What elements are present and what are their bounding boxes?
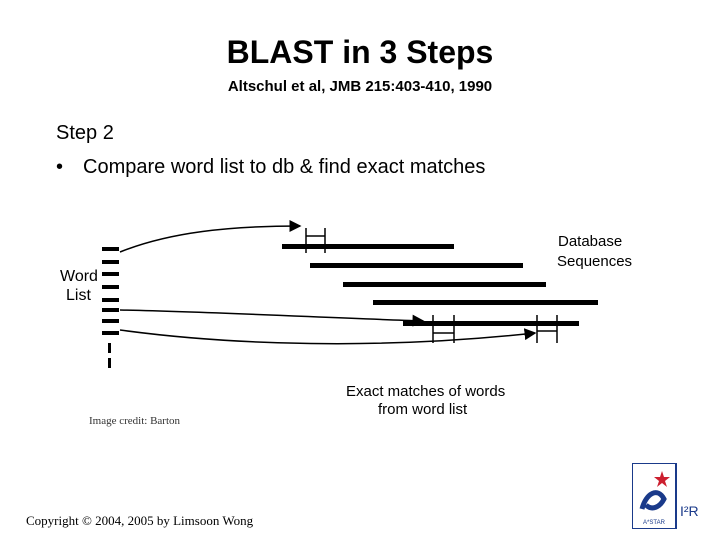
logo-box	[632, 463, 677, 529]
word-dash	[102, 331, 119, 335]
word-dash-vertical	[108, 343, 111, 353]
word-list-label-list: List	[66, 287, 91, 304]
database-label-1: Database	[558, 233, 622, 250]
match-bracket	[432, 315, 455, 343]
word-dash	[102, 272, 119, 276]
istar-logo: A*STAR I²R	[632, 463, 699, 529]
match-arrow-top	[119, 220, 302, 253]
word-dash	[102, 298, 119, 302]
word-dash	[102, 260, 119, 264]
logo-text: I²R	[680, 503, 699, 519]
word-list-label-word: Word	[60, 268, 98, 285]
database-sequence	[403, 321, 579, 326]
citation-text: Altschul et al, JMB 215:403-410, 1990	[227, 78, 493, 95]
match-arrow-middle	[119, 309, 425, 327]
match-arrow-bottom	[119, 328, 537, 345]
step-heading: Step 2	[56, 122, 114, 144]
word-dash	[102, 319, 119, 323]
slide-title: BLAST in 3 Steps	[226, 34, 494, 70]
star-icon	[654, 471, 670, 487]
bullet-text: Compare word list to db & find exact mat…	[83, 156, 486, 178]
word-dash	[102, 308, 119, 312]
database-sequence	[343, 282, 546, 287]
matches-label-1: Exact matches of words	[346, 383, 505, 400]
image-credit: Image credit: Barton	[89, 415, 181, 427]
bullet-item: • Compare word list to db & find exact ma…	[56, 155, 485, 179]
database-label-2: Sequences	[557, 253, 632, 270]
word-dash	[102, 247, 119, 251]
match-markers	[305, 228, 558, 343]
copyright-footer: Copyright © 2004, 2005 by Limsoon Wong	[26, 513, 254, 528]
word-dash	[102, 285, 119, 289]
database-sequence	[282, 244, 454, 249]
citation-subtitle: Altschul et al, JMB 215:403-410, 1990	[0, 78, 720, 96]
bullet-dot: •	[56, 156, 64, 178]
word-list-dashes	[102, 247, 119, 368]
matches-label-2: from word list	[378, 401, 468, 418]
database-sequence	[310, 263, 523, 268]
match-bracket	[305, 228, 326, 253]
database-sequence	[373, 300, 598, 305]
logo-small-text: A*STAR	[643, 520, 666, 526]
logo-swoosh	[639, 490, 667, 511]
match-bracket	[536, 315, 558, 343]
word-dash-vertical	[108, 358, 111, 368]
database-sequences	[282, 244, 598, 326]
